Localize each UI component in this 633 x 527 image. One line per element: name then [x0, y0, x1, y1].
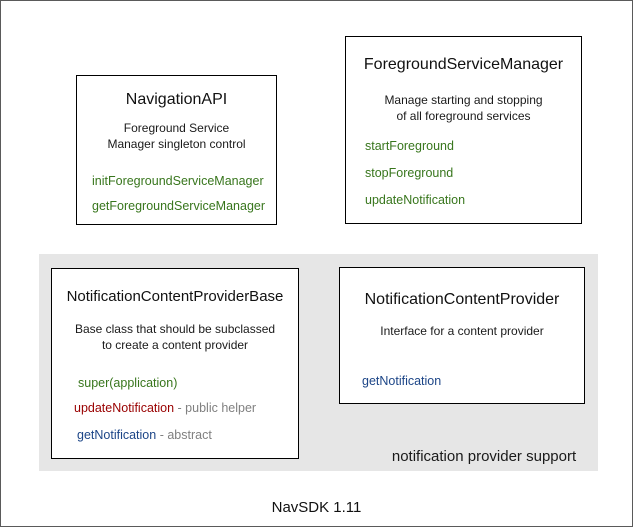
class-box-navigation-api: NavigationAPI Foreground Service Manager…	[76, 75, 277, 225]
method-getnotification: getNotification	[362, 374, 441, 389]
method-label: getNotification	[77, 428, 157, 442]
method-label: initForegroundServiceManager	[92, 174, 264, 188]
description-line: Base class that should be subclassed	[74, 322, 276, 336]
panel-label: notification provider support	[391, 448, 577, 465]
class-box-notification-content-provider-base: NotificationContentProviderBase Base cla…	[51, 268, 299, 459]
class-title: NotificationContentProviderBase	[66, 288, 284, 305]
description-line: Foreground Service	[123, 121, 230, 135]
method-label: getNotification	[362, 374, 442, 388]
class-title: NotificationContentProvider	[364, 291, 560, 308]
description-line: of all foreground services	[396, 109, 531, 123]
class-title: ForegroundServiceManager	[363, 56, 564, 73]
method-getforegroundservicemanager: getForegroundServiceManager	[92, 199, 265, 214]
method-label: updateNotification	[365, 193, 466, 207]
method-initforegroundservicemanager: initForegroundServiceManager	[92, 174, 264, 189]
method-updatenotification: updateNotification - public helper	[74, 401, 256, 416]
diagram-caption: NavSDK 1.11	[271, 499, 362, 516]
class-description: Foreground Service Manager singleton con…	[77, 120, 276, 152]
class-description: Manage starting and stopping of all fore…	[346, 92, 581, 124]
class-title: NavigationAPI	[125, 91, 228, 108]
method-getnotification: getNotification - abstract	[77, 428, 212, 443]
description-line: Manage starting and stopping	[384, 93, 543, 107]
class-description: Interface for a content provider	[340, 323, 584, 339]
description-line: Manager singleton control	[107, 137, 246, 151]
method-label: getForegroundServiceManager	[92, 199, 266, 213]
class-description: Base class that should be subclassed to …	[52, 321, 298, 353]
method-stopforeground: stopForeground	[365, 166, 453, 181]
description-line: to create a content provider	[101, 338, 249, 352]
method-label: updateNotification	[74, 401, 175, 415]
method-startforeground: startForeground	[365, 139, 454, 154]
class-box-notification-content-provider: NotificationContentProvider Interface fo…	[339, 267, 585, 404]
method-label: startForeground	[365, 139, 454, 153]
description-line: Interface for a content provider	[380, 324, 544, 338]
class-box-foreground-service-manager: ForegroundServiceManager Manage starting…	[345, 36, 582, 224]
method-updatenotification: updateNotification	[365, 193, 465, 208]
method-annotation: - abstract	[156, 428, 212, 442]
method-super-application: super(application)	[78, 376, 177, 391]
method-label: stopForeground	[365, 166, 454, 180]
method-label: super(application)	[78, 376, 178, 390]
method-annotation: - public helper	[174, 401, 257, 415]
